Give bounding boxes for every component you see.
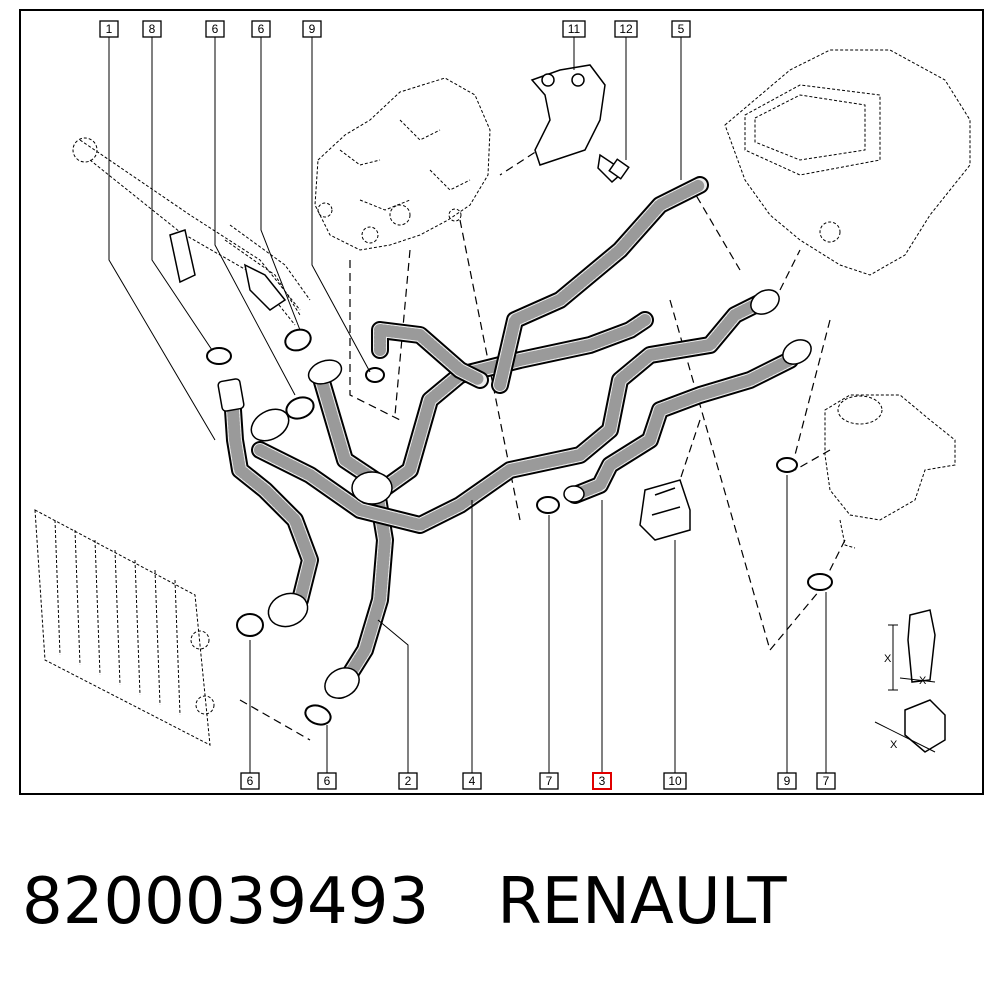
callout-6: 6 (205, 20, 225, 38)
dimension-illustration: X X X (874, 609, 946, 753)
callout-label: 1 (106, 22, 113, 36)
brand-name: RENAULT (497, 865, 787, 939)
callout-label: 6 (324, 774, 331, 788)
part-number: 8200039493 (22, 865, 430, 939)
callout-11: 11 (562, 20, 586, 38)
callout-label: 6 (247, 774, 254, 788)
callout-10: 10 (663, 772, 687, 790)
callout-3-highlighted: 3 (592, 772, 612, 790)
callout-9: 9 (302, 20, 322, 38)
callout-label: 8 (149, 22, 156, 36)
dim-x-vertical: X (884, 653, 892, 665)
callout-6: 6 (251, 20, 271, 38)
radiator-ghost (34, 509, 215, 746)
pipe-stub (169, 229, 287, 311)
hose-3 (566, 351, 799, 504)
hose-connectors (217, 289, 812, 699)
callout-label: 6 (212, 22, 219, 36)
callout-label: 11 (568, 22, 581, 36)
hose-5 (491, 176, 709, 394)
callout-4: 4 (462, 772, 482, 790)
callout-label: 12 (619, 22, 633, 36)
hose-4 (366, 311, 654, 504)
callout-6: 6 (240, 772, 260, 790)
callout-7: 7 (816, 772, 836, 790)
expansion-tank-ghost (824, 394, 956, 549)
callout-label: 7 (546, 774, 553, 788)
callout-label: 4 (469, 774, 476, 788)
hose-clamps (206, 328, 833, 726)
callout-2: 2 (398, 772, 418, 790)
callout-label: 9 (784, 774, 791, 788)
callout-label: 9 (309, 22, 316, 36)
bracket-part-11 (530, 64, 606, 166)
hose-clip-part-10 (639, 479, 691, 541)
hose-4-lower (251, 291, 774, 534)
callout-9: 9 (777, 772, 797, 790)
ghost-pipes (72, 137, 311, 326)
callout-7: 7 (539, 772, 559, 790)
heater-unit-ghost (724, 49, 971, 276)
dim-x-angle: X (890, 739, 898, 751)
callout-8: 8 (142, 20, 162, 38)
callout-12: 12 (614, 20, 638, 38)
part-footer: 8200039493 RENAULT (22, 862, 787, 942)
hose-2 (311, 366, 394, 699)
bolt-part-12 (597, 153, 630, 184)
callout-label: 3 (599, 774, 606, 788)
hose-1 (223, 386, 319, 609)
callout-1: 1 (99, 20, 119, 38)
callout-label: 7 (823, 774, 830, 788)
callout-label: 10 (668, 774, 682, 788)
dim-x-short: X (919, 675, 927, 687)
hose-9-small (371, 321, 489, 389)
engine-block-ghost (314, 77, 491, 251)
callout-label: 2 (405, 774, 412, 788)
diagram-frame (19, 9, 984, 795)
callout-5: 5 (671, 20, 691, 38)
callout-label: 6 (258, 22, 265, 36)
leader-lines (108, 37, 827, 773)
callout-label: 5 (678, 22, 685, 36)
callout-6: 6 (317, 772, 337, 790)
hose-exploded-diagram: X X X 1 8 6 6 9 11 12 5 6 6 2 4 7 3 10 9… (19, 9, 984, 795)
